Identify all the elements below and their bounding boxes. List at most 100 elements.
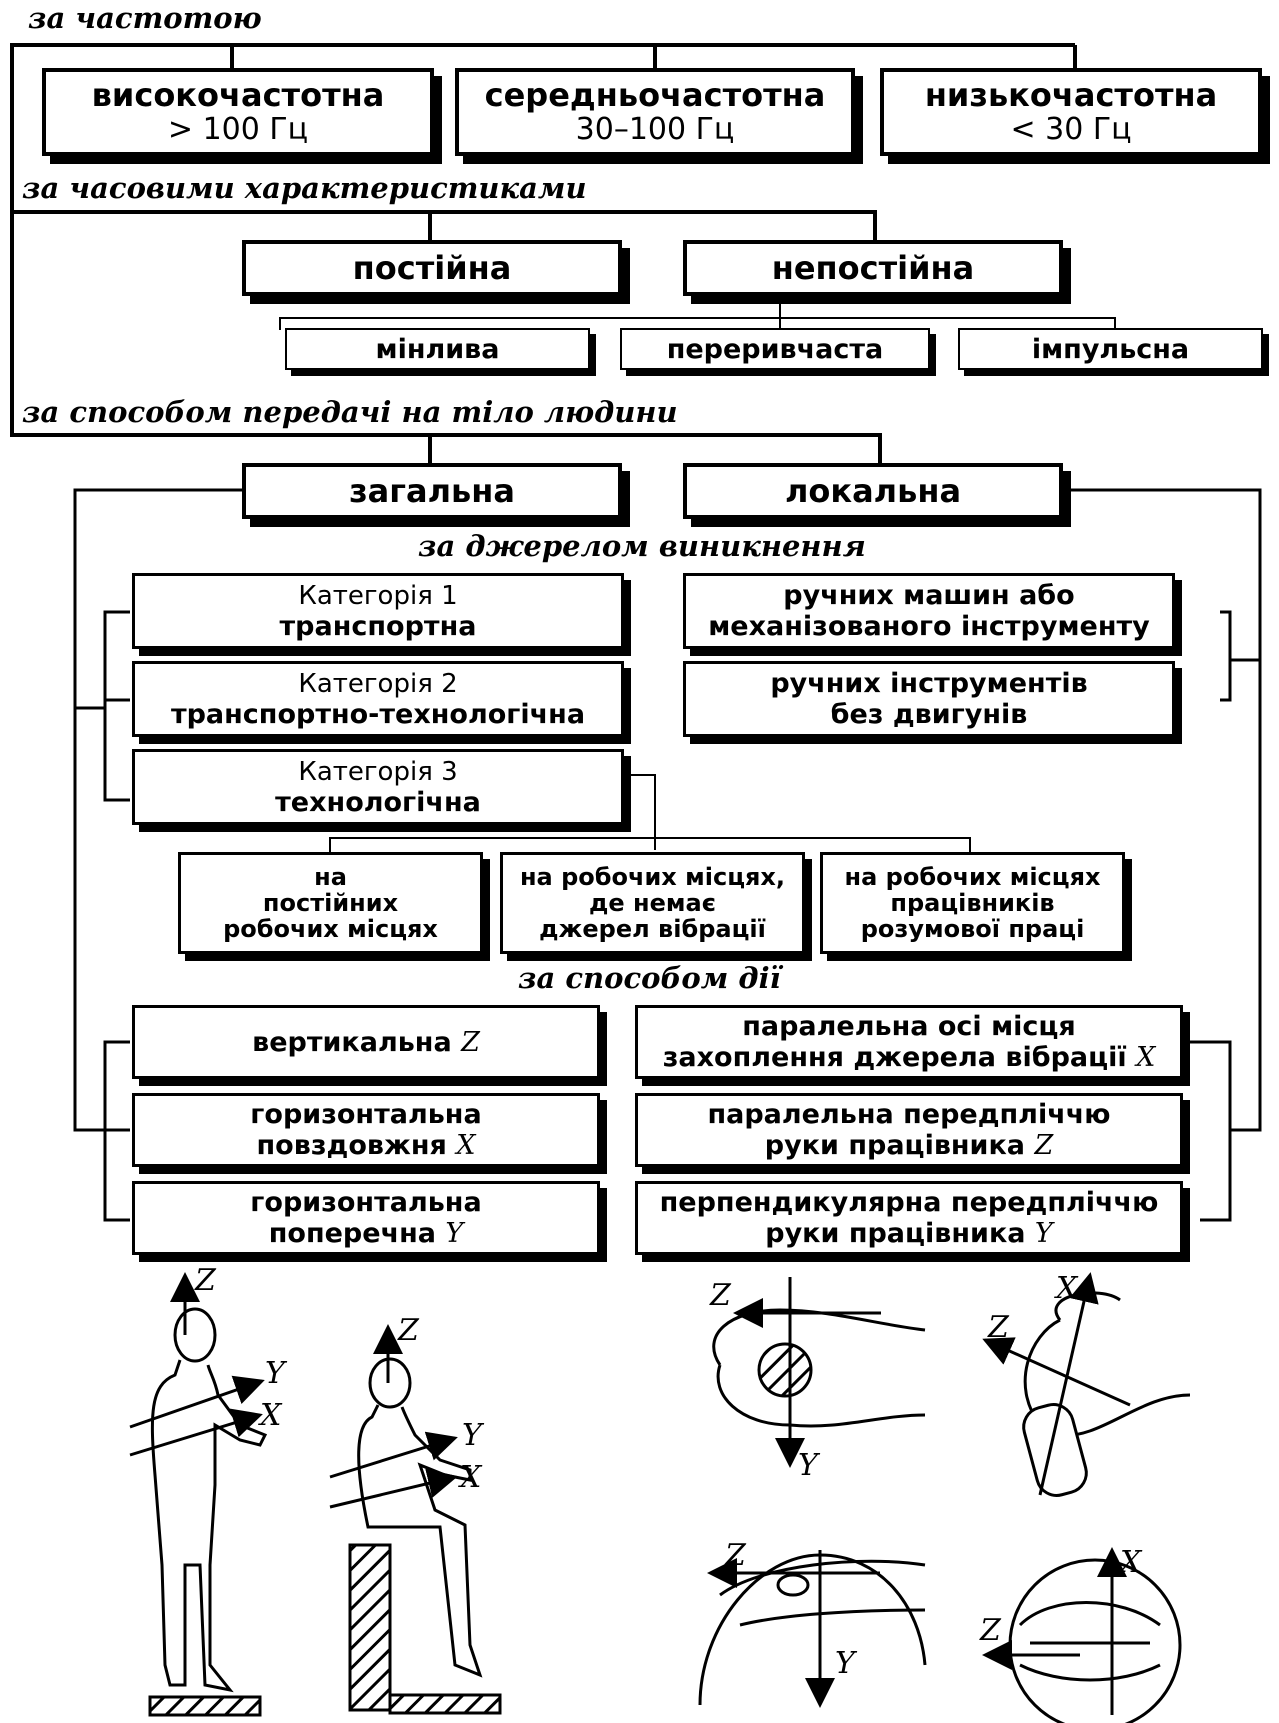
workplace-no-source-line3: джерел вібрації: [539, 915, 766, 943]
workplace-permanent-line1: на: [314, 863, 347, 891]
constant-label: постійна: [352, 249, 512, 287]
category-1-box: Категорія 1 транспортна: [132, 573, 624, 649]
category-3-label: Категорія 3: [298, 756, 458, 787]
local-z-line2: руки працівника: [764, 1130, 1026, 1161]
variable-label: мінлива: [375, 333, 500, 365]
hand4-z-axis-label: Z: [979, 1613, 1002, 1648]
local-y-line2-wrap: руки працівника Y: [765, 1218, 1052, 1249]
mid-frequency-range: 30–100 Гц: [575, 112, 735, 147]
constant-box: постійна: [242, 240, 622, 296]
workplace-mental-line2: працівників: [890, 889, 1055, 917]
local-x-box: паралельна осі місця захоплення джерела …: [635, 1005, 1183, 1079]
local-x-axis: X: [1136, 1042, 1156, 1073]
nonconstant-box: непостійна: [683, 240, 1063, 296]
horizontal-x-line2: повздовжня: [256, 1130, 447, 1161]
seated-z-axis-label: Z: [397, 1313, 420, 1348]
heading-action: за способом дії: [518, 961, 781, 995]
horizontal-x-line2-wrap: повздовжня X: [257, 1130, 476, 1161]
variable-box: мінлива: [285, 328, 590, 370]
workplace-permanent-box: на постійних робочих місцях: [178, 852, 483, 954]
hand-tools-line1: ручних інструментів: [770, 668, 1088, 699]
local-z-axis: Z: [1034, 1130, 1054, 1161]
standing-person-figure: [129, 1272, 268, 1717]
general-box: загальна: [242, 463, 622, 519]
high-frequency-range: > 100 Гц: [167, 112, 309, 147]
hand-machines-box: ручних машин або механізованого інструме…: [683, 573, 1175, 649]
heading-frequency: за частотою: [28, 1, 262, 35]
horizontal-y-line2-wrap: поперечна Y: [269, 1218, 463, 1249]
local-y-axis: Y: [1034, 1218, 1053, 1249]
workplace-no-source-line1: на робочих місцях,: [519, 863, 786, 891]
seated-y-axis-label: Y: [462, 1418, 485, 1453]
local-y-box: перпендикулярна передпліччю руки працівн…: [635, 1181, 1183, 1255]
local-x-line2-wrap: захоплення джерела вібрації X: [663, 1042, 1156, 1073]
hand-grip-handle-figure: [712, 1277, 926, 1468]
high-frequency-box: високочастотна > 100 Гц: [42, 68, 434, 156]
workplace-no-source-box: на робочих місцях, де немає джерел вібра…: [500, 852, 805, 954]
intermittent-label: переривчаста: [666, 333, 884, 365]
standing-x-axis-label: X: [258, 1398, 283, 1433]
standing-z-axis-label: Z: [194, 1265, 217, 1298]
hand-palm-sphere-figure: [982, 1547, 1182, 1723]
vertical-z-text: вертикальна Z: [252, 1027, 480, 1058]
hand3-y-axis-label: Y: [835, 1646, 858, 1681]
workplace-mental-box: на робочих місцях працівників розумової …: [820, 852, 1125, 954]
low-frequency-title: низькочастотна: [924, 76, 1218, 114]
horizontal-y-box: горизонтальна поперечна Y: [132, 1181, 600, 1255]
local-x-line1: паралельна осі місця: [742, 1011, 1076, 1042]
horizontal-y-line2: поперечна: [268, 1218, 436, 1249]
standing-y-axis-label: Y: [265, 1356, 288, 1391]
heading-transmission: за способом передачі на тіло людини: [22, 395, 678, 429]
seated-x-axis-label: X: [458, 1460, 483, 1495]
impulse-box: імпульсна: [958, 328, 1263, 370]
local-z-box: паралельна передпліччю руки працівника Z: [635, 1093, 1183, 1167]
hand-machines-line1: ручних машин або: [783, 580, 1075, 611]
nonconstant-label: непостійна: [771, 249, 975, 287]
category-3-name: технологічна: [275, 786, 481, 818]
vertical-z-box: вертикальна Z: [132, 1005, 600, 1079]
impulse-label: імпульсна: [1031, 333, 1190, 365]
local-z-line1: паралельна передпліччю: [707, 1099, 1111, 1130]
local-y-line2: руки працівника: [765, 1218, 1026, 1249]
vertical-z-label: вертикальна: [252, 1026, 452, 1058]
hand1-y-axis-label: Y: [798, 1448, 821, 1483]
category-1-label: Категорія 1: [298, 580, 458, 611]
workplace-mental-line1: на робочих місцях: [844, 863, 1101, 891]
horizontal-x-axis: X: [456, 1130, 476, 1161]
local-x-line2: захоплення джерела вібрації: [662, 1042, 1127, 1073]
hand4-x-axis-label: X: [1118, 1545, 1143, 1580]
category-2-box: Категорія 2 транспортно-технологічна: [132, 661, 624, 737]
horizontal-x-box: горизонтальна повздовжня X: [132, 1093, 600, 1167]
category-2-label: Категорія 2: [298, 668, 458, 699]
local-y-line1: перпендикулярна передпліччю: [659, 1187, 1159, 1218]
seated-person-figure: [329, 1324, 502, 1715]
local-z-line2-wrap: руки працівника Z: [765, 1130, 1053, 1161]
mid-frequency-box: середньочастотна 30–100 Гц: [455, 68, 855, 156]
heading-time: за часовими характеристиками: [22, 171, 587, 205]
intermittent-box: переривчаста: [620, 328, 930, 370]
hand-hold-tool-figure: [982, 1272, 1191, 1497]
hand-palm-surface-figure: [698, 1550, 927, 1708]
local-label: локальна: [784, 472, 962, 510]
heading-source: за джерелом виникнення: [418, 529, 866, 563]
horizontal-y-line1: горизонтальна: [250, 1187, 482, 1218]
hand3-z-axis-label: Z: [724, 1538, 747, 1573]
mid-frequency-title: середньочастотна: [484, 76, 826, 114]
high-frequency-title: високочастотна: [91, 76, 385, 114]
hand-machines-line2: механізованого інструменту: [708, 611, 1150, 642]
category-2-name: транспортно-технологічна: [170, 698, 586, 730]
general-label: загальна: [349, 472, 515, 510]
hand1-z-axis-label: Z: [709, 1278, 732, 1313]
workplace-permanent-line2: постійних: [262, 889, 399, 917]
hand2-z-axis-label: Z: [987, 1310, 1010, 1345]
hand-tools-box: ручних інструментів без двигунів: [683, 661, 1175, 737]
workplace-mental-line3: розумової праці: [860, 915, 1085, 943]
category-1-name: транспортна: [279, 610, 477, 642]
low-frequency-box: низькочастотна < 30 Гц: [880, 68, 1262, 156]
category-3-box: Категорія 3 технологічна: [132, 749, 624, 825]
vertical-z-axis: Z: [461, 1026, 480, 1058]
local-box: локальна: [683, 463, 1063, 519]
workplace-no-source-line2: де немає: [589, 889, 716, 917]
workplace-permanent-line3: робочих місцях: [223, 915, 438, 943]
